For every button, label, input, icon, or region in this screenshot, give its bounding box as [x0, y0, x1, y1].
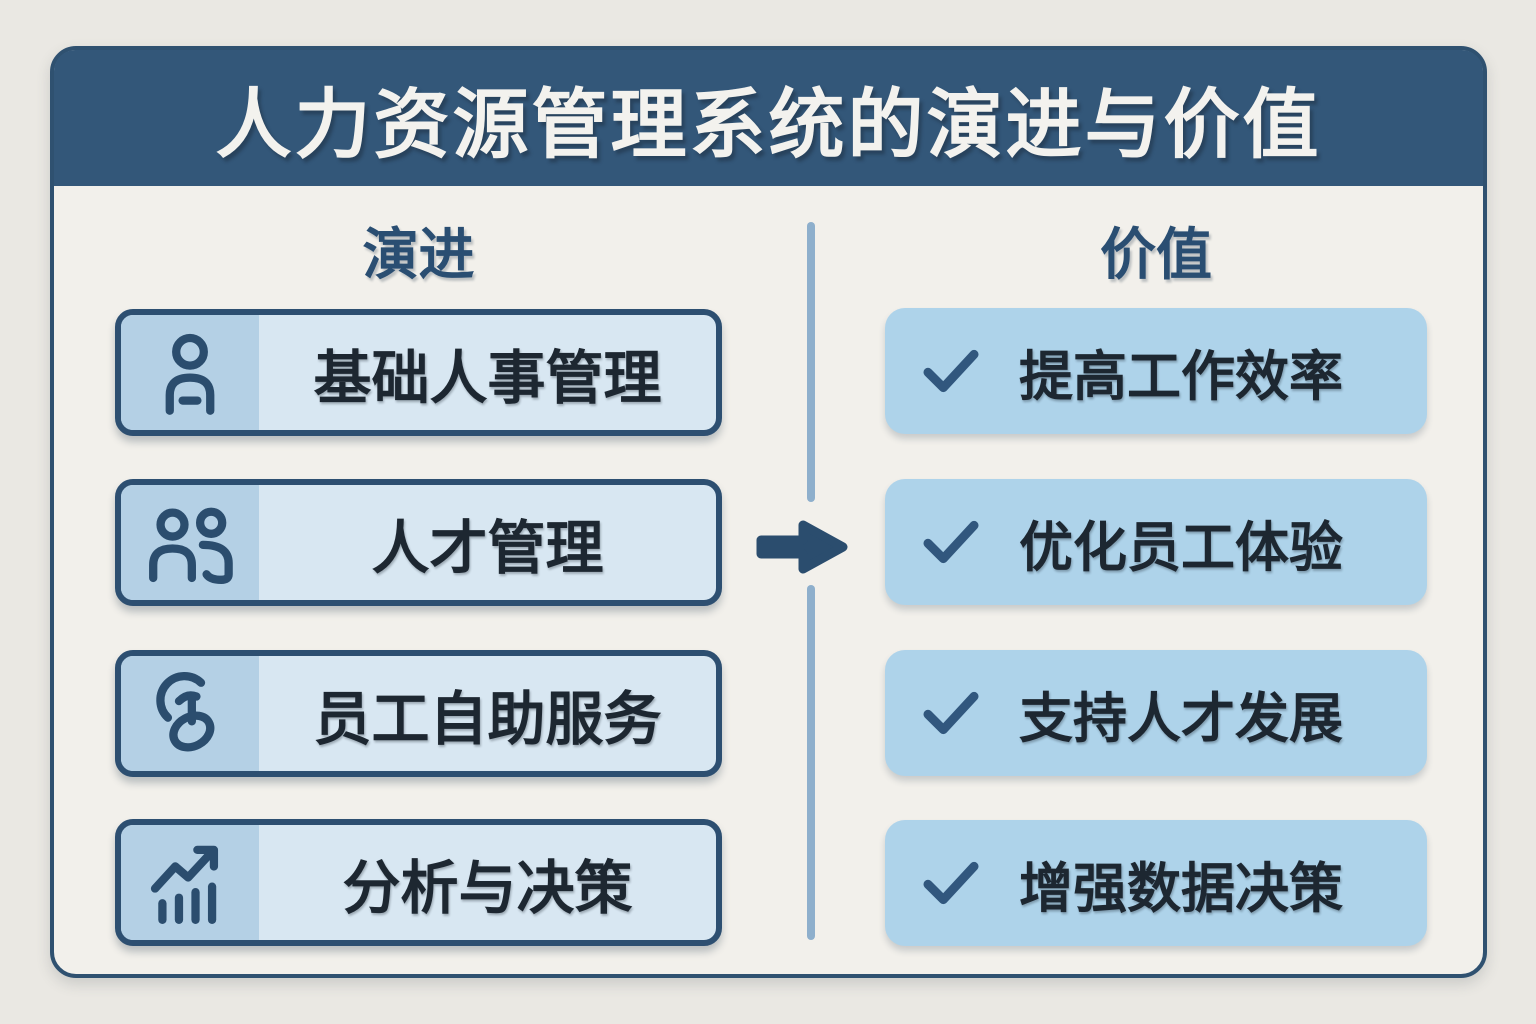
evolution-item-talent-management: 人才管理: [115, 479, 722, 606]
evolution-column-header: 演进: [362, 223, 475, 286]
trend-chart-icon: [150, 845, 219, 924]
evolution-item-label: 基础人事管理: [313, 345, 662, 411]
divider-line-bottom: [807, 585, 815, 940]
check-icon: [923, 349, 979, 393]
evolution-item-label: 员工自助服务: [313, 686, 662, 752]
page-title: 人力资源管理系统的演进与价值: [215, 83, 1322, 168]
value-item-label: 优化员工体验: [1019, 517, 1343, 578]
users-icon: [149, 507, 233, 584]
value-item-work-efficiency: 提高工作效率: [885, 308, 1427, 434]
value-item-label: 增强数据决策: [1019, 858, 1343, 919]
value-item-label: 提高工作效率: [1019, 346, 1343, 407]
user-icon: [165, 333, 215, 415]
evolution-item-employee-self-service: 员工自助服务: [115, 650, 722, 777]
evolution-item-analysis-decision: 分析与决策: [115, 819, 722, 946]
check-icon: [923, 861, 979, 905]
infographic-card: 人力资源管理系统的演进与价值 演进 价值 基础人事管理 人才管理: [50, 46, 1487, 978]
right-arrow-icon: [756, 520, 848, 574]
check-icon: [923, 520, 979, 564]
value-column-header: 价值: [1100, 223, 1212, 286]
divider-line-top: [807, 222, 815, 502]
icon-panel: [121, 315, 259, 430]
value-item-employee-experience: 优化员工体验: [885, 479, 1427, 605]
tap-hand-icon: [156, 671, 215, 751]
evolution-item-basic-hr-management: 基础人事管理: [115, 309, 722, 436]
icon-panel: [121, 485, 259, 600]
icon-panel: [121, 825, 259, 940]
evolution-item-label: 人才管理: [371, 515, 604, 581]
value-item-label: 支持人才发展: [1019, 688, 1343, 749]
value-item-talent-development: 支持人才发展: [885, 650, 1427, 776]
icon-panel: [121, 656, 259, 771]
check-icon: [923, 691, 979, 735]
value-item-data-decision: 增强数据决策: [885, 820, 1427, 946]
title-bar: 人力资源管理系统的演进与价值: [54, 50, 1483, 186]
evolution-item-label: 分析与决策: [342, 855, 633, 921]
